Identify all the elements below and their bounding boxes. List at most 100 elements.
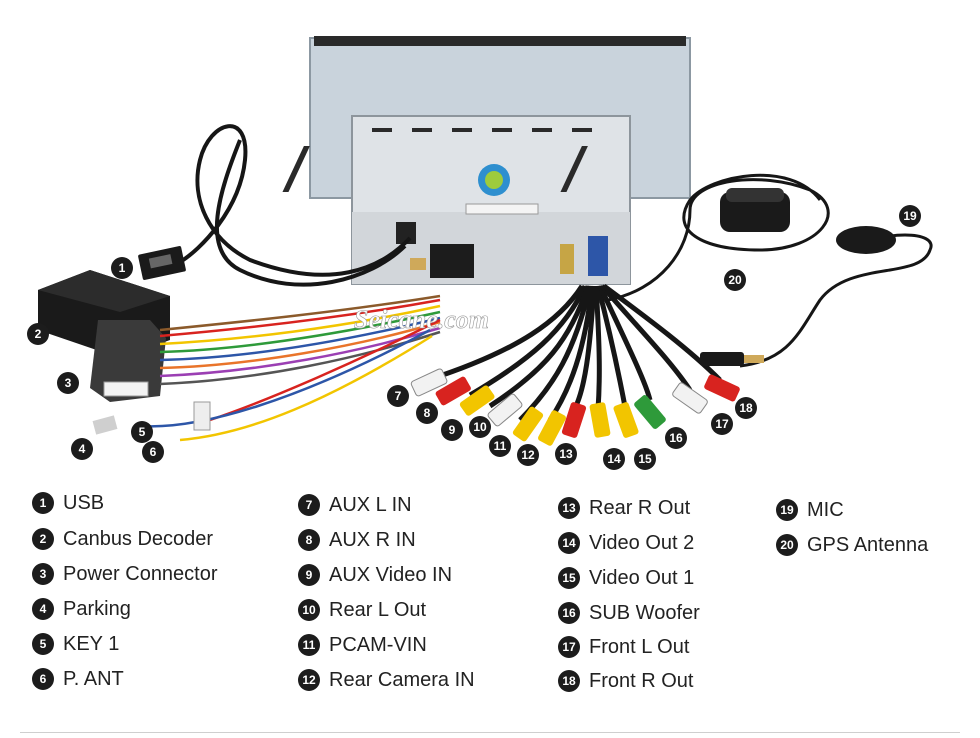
callout-20: 20 bbox=[724, 269, 746, 291]
harness-wires bbox=[139, 294, 441, 442]
legend-item: 11 PCAM-VIN bbox=[298, 632, 427, 658]
legend-number-badge: 11 bbox=[298, 634, 320, 656]
legend-label: AUX L IN bbox=[329, 493, 412, 516]
legend-label: Front L Out bbox=[589, 635, 690, 658]
legend-label: Rear L Out bbox=[329, 598, 427, 621]
svg-text:12: 12 bbox=[521, 448, 535, 462]
legend-number-badge: 15 bbox=[558, 567, 580, 589]
svg-text:11: 11 bbox=[494, 439, 507, 453]
legend-item: 8 AUX R IN bbox=[298, 527, 416, 553]
legend-item: 13 Rear R Out bbox=[558, 495, 690, 521]
svg-text:14: 14 bbox=[607, 452, 621, 466]
legend-label: P. ANT bbox=[63, 667, 124, 690]
rca-plugs bbox=[410, 368, 740, 446]
legend-number-badge: 4 bbox=[32, 598, 54, 620]
legend-label: Canbus Decoder bbox=[63, 527, 214, 550]
legend-label: PCAM-VIN bbox=[329, 633, 427, 656]
svg-text:15: 15 bbox=[638, 452, 652, 466]
legend-label: Video Out 2 bbox=[589, 531, 695, 554]
legend-label: MIC bbox=[807, 498, 844, 521]
svg-text:4: 4 bbox=[79, 442, 86, 456]
legend-item: 15 Video Out 1 bbox=[558, 565, 694, 591]
callout-1: 1 bbox=[111, 257, 133, 279]
callout-10: 10 bbox=[469, 416, 491, 438]
legend-label: KEY 1 bbox=[63, 632, 120, 655]
svg-text:3: 3 bbox=[65, 376, 72, 390]
legend-label: AUX R IN bbox=[329, 528, 416, 551]
gps-antenna bbox=[607, 173, 830, 302]
legend-number-badge: 17 bbox=[558, 636, 580, 658]
legend-number-badge: 13 bbox=[558, 497, 580, 519]
legend-item: 5 KEY 1 bbox=[32, 631, 119, 657]
legend-label: Rear R Out bbox=[589, 496, 691, 519]
legend-number-badge: 9 bbox=[298, 564, 320, 586]
legend-number-badge: 1 bbox=[32, 492, 54, 514]
legend-item: 20 GPS Antenna bbox=[776, 532, 928, 558]
callout-5: 5 bbox=[131, 421, 153, 443]
legend-item: 12 Rear Camera IN bbox=[298, 667, 475, 693]
legend-number-badge: 5 bbox=[32, 633, 54, 655]
legend-number-badge: 6 bbox=[32, 668, 54, 690]
callout-6: 6 bbox=[142, 441, 164, 463]
svg-text:13: 13 bbox=[559, 447, 573, 461]
legend-item: 19 MIC bbox=[776, 497, 844, 523]
legend-number-badge: 10 bbox=[298, 599, 320, 621]
svg-text:9: 9 bbox=[449, 423, 456, 437]
legend-item: 10 Rear L Out bbox=[298, 597, 426, 623]
usb-cable bbox=[178, 124, 412, 287]
callout-7: 7 bbox=[387, 385, 409, 407]
legend-item: 2 Canbus Decoder bbox=[32, 526, 213, 552]
svg-text:2: 2 bbox=[35, 327, 42, 341]
callout-11: 11 bbox=[489, 435, 511, 457]
svg-text:7: 7 bbox=[395, 389, 402, 403]
legend-number-badge: 2 bbox=[32, 528, 54, 550]
legend-number-badge: 8 bbox=[298, 529, 320, 551]
svg-text:19: 19 bbox=[903, 209, 917, 223]
legend-number-badge: 19 bbox=[776, 499, 798, 521]
svg-text:10: 10 bbox=[473, 420, 487, 434]
legend-label: Video Out 1 bbox=[589, 566, 695, 589]
svg-text:18: 18 bbox=[739, 401, 753, 415]
legend-label: SUB Woofer bbox=[589, 601, 700, 624]
callout-15: 15 bbox=[634, 448, 656, 470]
legend-item: 6 P. ANT bbox=[32, 666, 124, 692]
power-connector bbox=[90, 320, 166, 402]
callout-12: 12 bbox=[517, 444, 539, 466]
legend-number-badge: 14 bbox=[558, 532, 580, 554]
legend-item: 7 AUX L IN bbox=[298, 492, 412, 518]
legend-number-badge: 7 bbox=[298, 494, 320, 516]
legend-item: 17 Front L Out bbox=[558, 634, 689, 660]
legend-number-badge: 3 bbox=[32, 563, 54, 585]
callout-9: 9 bbox=[441, 419, 463, 441]
callout-13: 13 bbox=[555, 443, 577, 465]
legend-label: AUX Video IN bbox=[329, 563, 453, 586]
callout-18: 18 bbox=[735, 397, 757, 419]
callout-19: 19 bbox=[899, 205, 921, 227]
svg-text:1: 1 bbox=[119, 261, 126, 275]
legend-item: 14 Video Out 2 bbox=[558, 530, 694, 556]
svg-text:5: 5 bbox=[139, 425, 146, 439]
legend-label: Rear Camera IN bbox=[329, 668, 475, 691]
divider bbox=[20, 732, 960, 733]
svg-text:20: 20 bbox=[728, 273, 742, 287]
legend-number-badge: 20 bbox=[776, 534, 798, 556]
seicane-watermark: Seicane.com bbox=[354, 305, 489, 334]
legend-label: Power Connector bbox=[63, 562, 218, 585]
legend-label: Front R Out bbox=[589, 669, 694, 692]
callout-2: 2 bbox=[27, 323, 49, 345]
callout-17: 17 bbox=[711, 413, 733, 435]
svg-text:6: 6 bbox=[150, 445, 157, 459]
svg-text:8: 8 bbox=[424, 406, 431, 420]
mic bbox=[700, 226, 933, 368]
svg-text:16: 16 bbox=[669, 431, 683, 445]
head-unit bbox=[282, 36, 691, 285]
legend-item: 9 AUX Video IN bbox=[298, 562, 452, 588]
svg-text:17: 17 bbox=[715, 417, 729, 431]
legend-number-badge: 12 bbox=[298, 669, 320, 691]
legend-label: GPS Antenna bbox=[807, 533, 929, 556]
